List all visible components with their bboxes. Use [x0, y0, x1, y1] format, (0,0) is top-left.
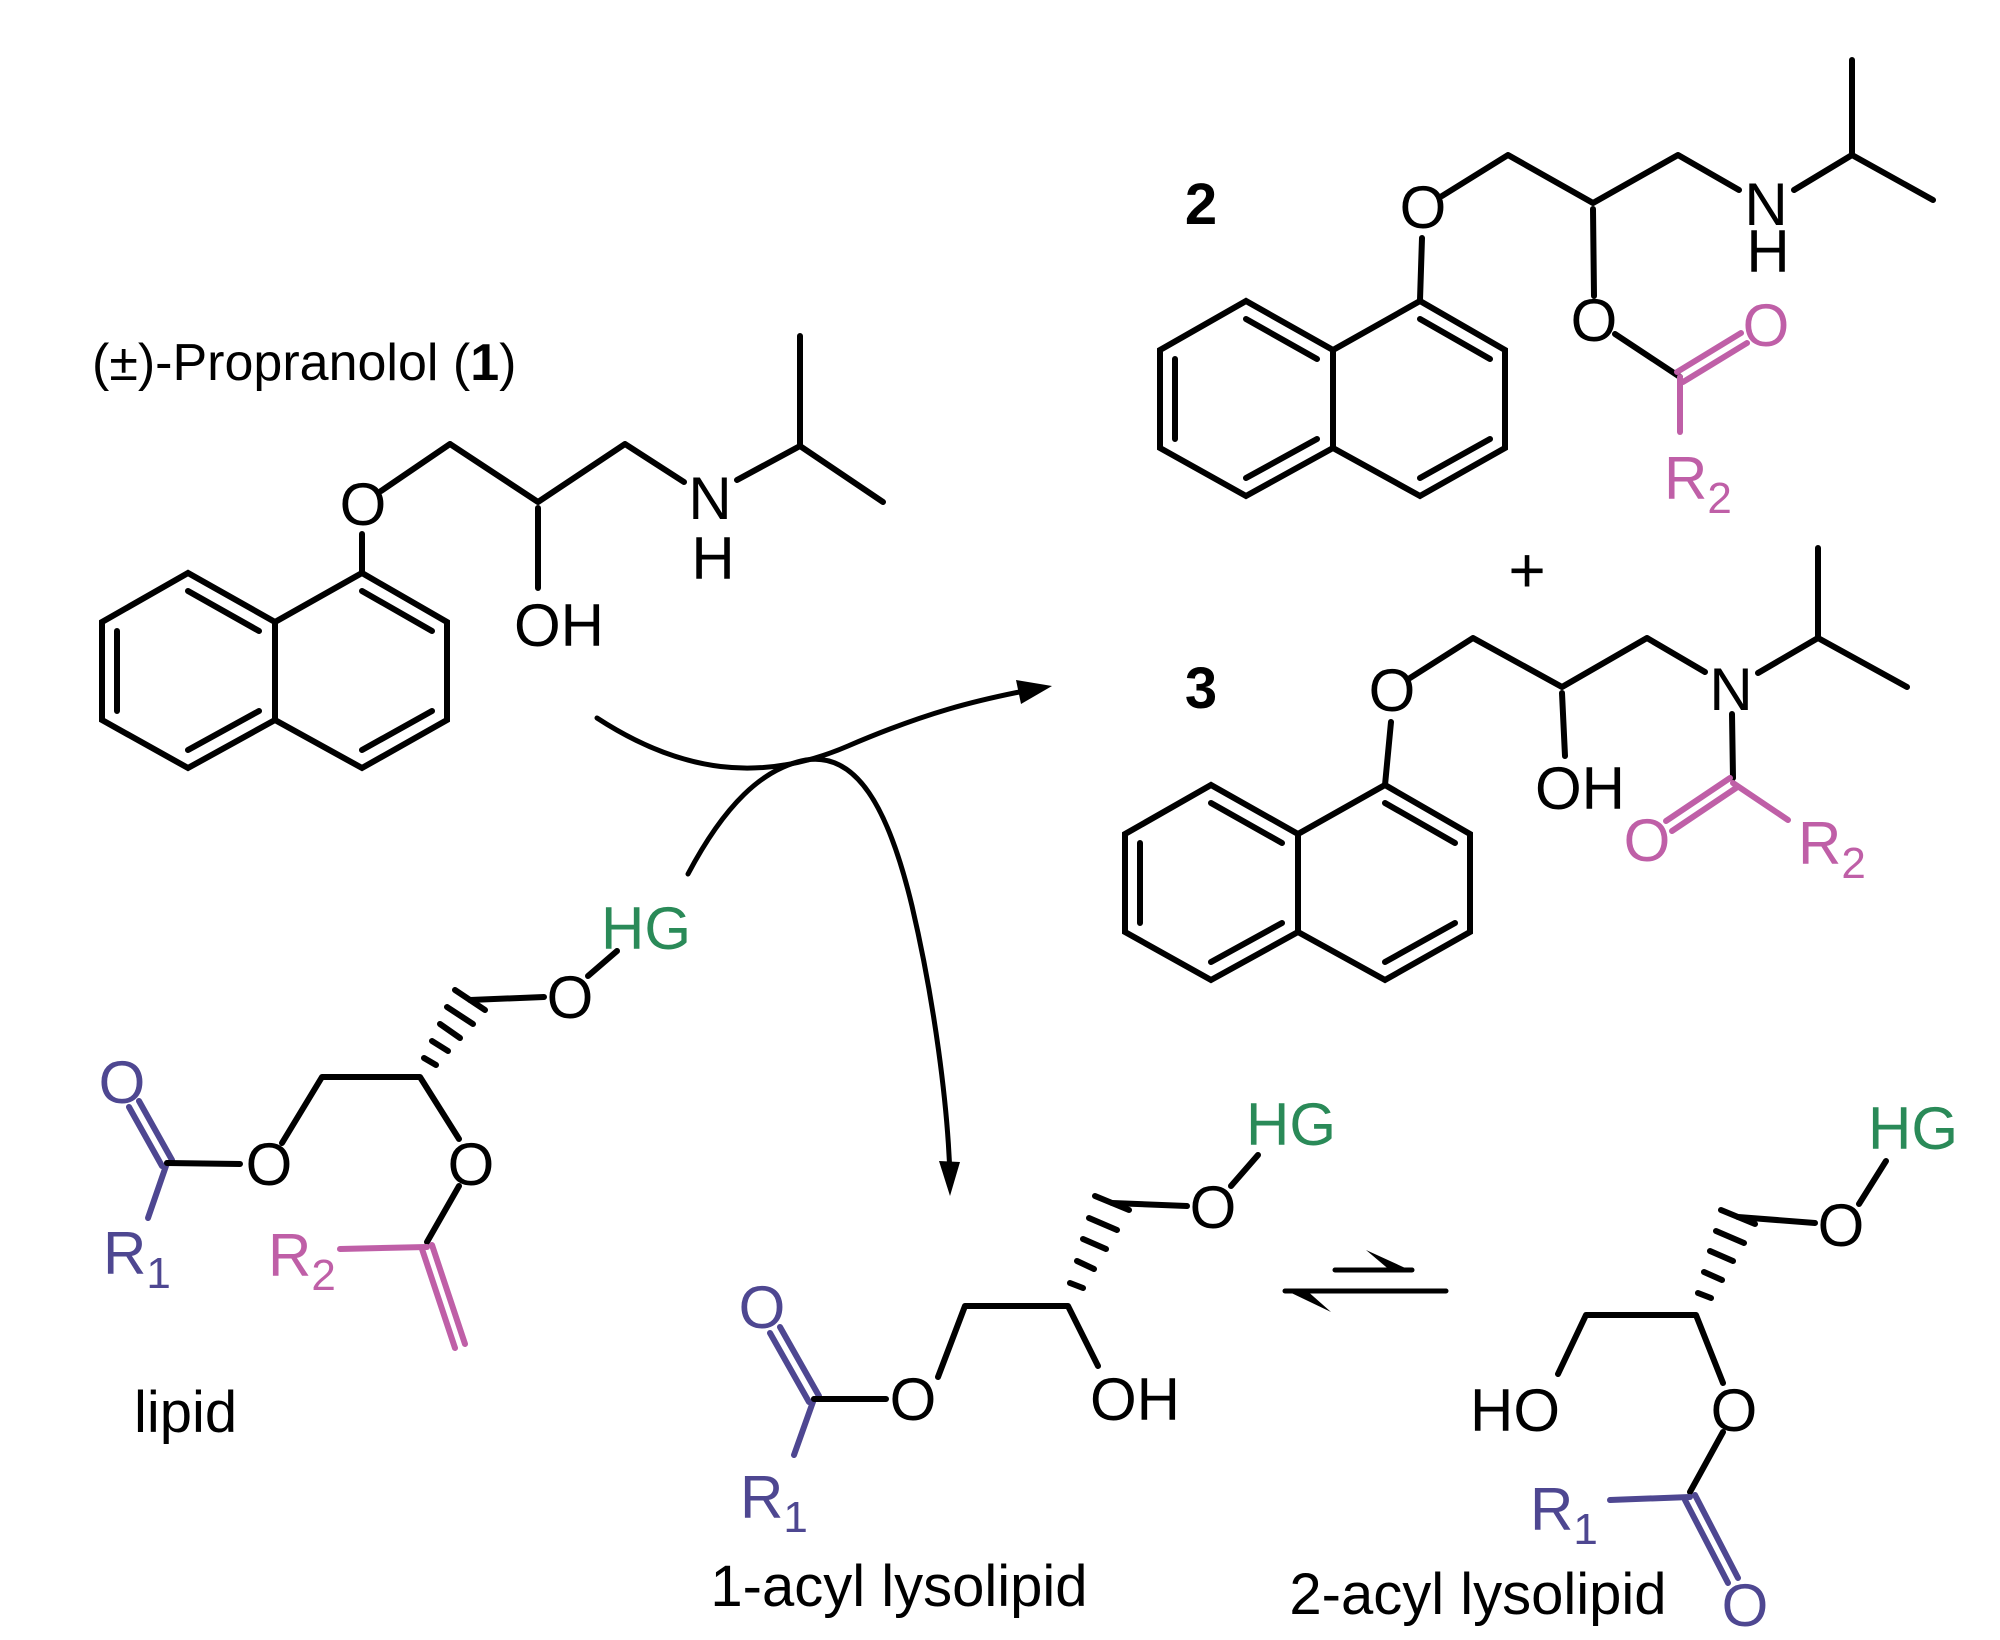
- compound-2-number: 2: [1185, 172, 1217, 237]
- lipid-hashed-wedge: [421, 987, 488, 1068]
- atom-ether-oxygen-3: O: [1369, 657, 1416, 724]
- atom-r1-carbonyl-oxygen-lipid: O: [99, 1049, 146, 1116]
- headgroup-label-lysolipid2: HG: [1868, 1095, 1958, 1162]
- lysolipid1-r1-carbonyl-double-bond: [767, 1324, 822, 1405]
- lysolipid1-name-label: 1-acyl lysolipid: [710, 1554, 1087, 1619]
- lysolipid-2acyl-molecule: HO O O HG R1 O 2-acyl lysolipid: [1289, 1095, 1958, 1639]
- compound-3-number: 3: [1185, 656, 1217, 721]
- atom-headgroup-oxygen-lipid: O: [547, 964, 594, 1031]
- r2-group-label-compound-2: R2: [1664, 445, 1732, 523]
- lipid-bonds: [164, 948, 620, 1245]
- r1-symbol: R: [1530, 1476, 1573, 1543]
- r1-subscript: 1: [1573, 1505, 1597, 1554]
- atom-hydroxyl-lysolipid1: OH: [1090, 1366, 1180, 1433]
- atom-ester-oxygen-2: O: [1571, 287, 1618, 354]
- atom-nh-hydrogen-2: H: [1746, 218, 1789, 285]
- atom-nh-hydrogen-1: H: [691, 525, 734, 592]
- compound-2-oacyl-product: 2 O N H O O R2: [1160, 57, 1936, 523]
- compound-1-title-prefix: (±)-Propranolol (: [92, 334, 471, 392]
- r2-subscript: 2: [311, 1251, 335, 1300]
- naphthalene-ring-1: [102, 573, 447, 768]
- headgroup-label-lysolipid1: HG: [1246, 1091, 1336, 1158]
- r2-group-label-compound-3: R2: [1798, 810, 1866, 888]
- compound-3-bonds: [1382, 545, 1910, 788]
- curved-arrow-to-lysolipid-head: [939, 1161, 960, 1196]
- naphthalene-ring-3: [1125, 785, 1470, 980]
- r2-group-label-lipid: R2: [268, 1222, 336, 1300]
- lysolipid2-bonds: [1555, 1158, 1889, 1495]
- compound-3-nacyl-product: 3 O OH N O R2: [1125, 545, 1910, 980]
- curved-arrow-to-products-head: [1016, 680, 1052, 704]
- r2-symbol: R: [1664, 445, 1707, 512]
- compound-3-acyl-r2-bond: [1730, 780, 1791, 823]
- atom-sn1-ester-oxygen-lipid: O: [246, 1131, 293, 1198]
- r1-symbol: R: [103, 1220, 146, 1287]
- lysolipid2-name-label: 2-acyl lysolipid: [1289, 1562, 1666, 1627]
- atom-headgroup-oxygen-lysolipid2: O: [1818, 1192, 1865, 1259]
- lipid-name-label: lipid: [134, 1380, 237, 1445]
- compound-3-amide-carbonyl-double-bond: [1663, 775, 1739, 834]
- equilibrium-reverse-arrow-head: [1283, 1289, 1331, 1312]
- curved-arrow-to-products: [594, 685, 1043, 771]
- reaction-arrows: [594, 680, 1449, 1312]
- r1-group-label-lysolipid1: R1: [740, 1464, 808, 1542]
- r1-group-label-lysolipid2: R1: [1530, 1476, 1598, 1554]
- r1-subscript: 1: [783, 1493, 807, 1542]
- r1-subscript: 1: [146, 1249, 170, 1298]
- lysolipid2-hashed-wedge: [1695, 1207, 1758, 1301]
- compound-2-ester-carbonyl-double-bond: [1674, 330, 1750, 385]
- compound-1-title-number: 1: [470, 334, 499, 392]
- atom-ester-oxygen-lysolipid1: O: [890, 1366, 937, 1433]
- lipid-molecule: O O O O HG R1 R2 lipid: [99, 895, 691, 1445]
- curved-arrow-to-lysolipid: [685, 756, 953, 1181]
- lysolipid1-hashed-wedge: [1067, 1193, 1132, 1291]
- atom-ether-oxygen-1: O: [340, 471, 387, 538]
- lysolipid-1acyl-molecule: O O OH O HG R1 1-acyl lysolipid: [710, 1091, 1336, 1619]
- compound-1-bonds: [359, 333, 886, 591]
- atom-nitrogen-3: N: [1709, 656, 1752, 723]
- atom-headgroup-oxygen-lysolipid1: O: [1190, 1174, 1237, 1241]
- lipid-acyl-r1-bond: [145, 1160, 170, 1221]
- lysolipid1-bonds: [811, 1152, 1261, 1402]
- atom-nitrogen-1: N: [688, 465, 731, 532]
- atom-carbonyl-oxygen-3: O: [1624, 807, 1671, 874]
- r2-subscript: 2: [1707, 474, 1731, 523]
- lipid-r1-carbonyl-double-bond: [126, 1098, 175, 1169]
- compound-2-bonds: [1417, 57, 1936, 380]
- r2-symbol: R: [268, 1222, 311, 1289]
- compound-1-title-suffix: ): [499, 334, 516, 392]
- atom-r1-carbonyl-oxygen-lysolipid1: O: [739, 1274, 786, 1341]
- lysolipid1-acyl-r1-bond: [791, 1396, 817, 1458]
- atom-nitrogen-2: N: [1744, 171, 1787, 238]
- atom-r1-carbonyl-oxygen-lysolipid2: O: [1722, 1572, 1769, 1639]
- atom-carbonyl-oxygen-2: O: [1743, 292, 1790, 359]
- atom-hydroxyl-1: OH: [514, 592, 604, 659]
- headgroup-label-lipid: HG: [601, 895, 691, 962]
- r1-group-label-lipid: R1: [103, 1220, 171, 1298]
- r2-subscript: 2: [1841, 839, 1865, 888]
- atom-hydroxyl-lysolipid2: HO: [1470, 1377, 1560, 1444]
- atom-ether-oxygen-2: O: [1400, 174, 1447, 241]
- atom-sn2-ester-oxygen-lipid: O: [448, 1131, 495, 1198]
- compound-1-title: (±)-Propranolol (1): [92, 334, 516, 392]
- equilibrium-forward-arrow-head: [1366, 1250, 1414, 1272]
- atom-ester-oxygen-lysolipid2: O: [1711, 1377, 1758, 1444]
- lipid-r2-carbonyl-double-bond: [419, 1242, 468, 1351]
- atom-hydroxyl-3: OH: [1535, 755, 1625, 822]
- lysolipid2-r1-acyl-bond: [1607, 1494, 1693, 1503]
- r1-symbol: R: [740, 1464, 783, 1531]
- r2-symbol: R: [1798, 810, 1841, 877]
- naphthalene-ring-2: [1160, 301, 1505, 496]
- lipid-r2-acyl-bond: [337, 1244, 430, 1252]
- plus-sign: +: [1508, 534, 1545, 606]
- compound-1-propranolol: (±)-Propranolol (1) O OH N H: [92, 333, 886, 768]
- equilibrium-arrows: [1282, 1250, 1449, 1312]
- lysolipid2-r1-carbonyl-double-bond: [1682, 1492, 1741, 1586]
